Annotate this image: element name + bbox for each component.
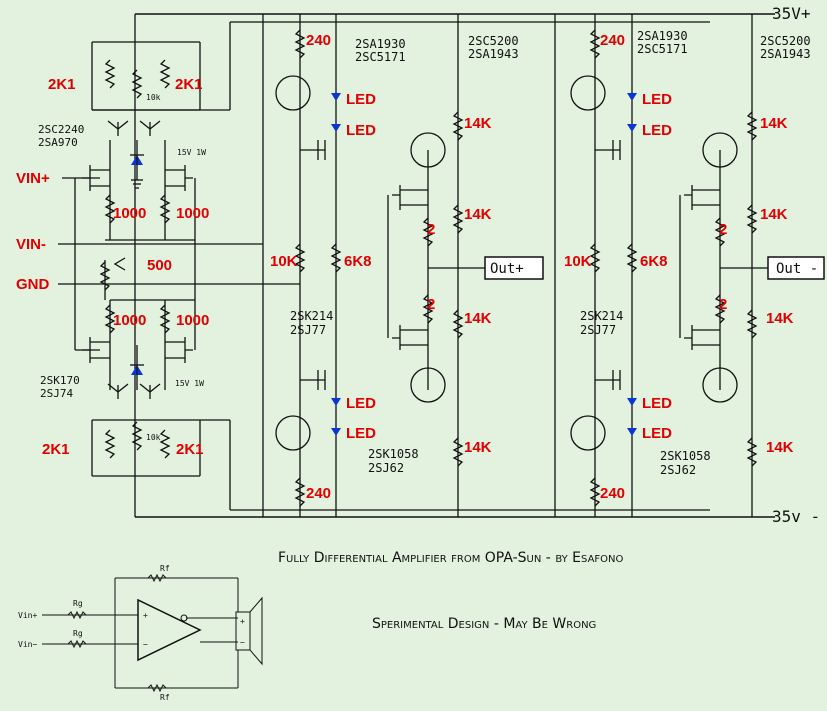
r-10k-left: 10K — [270, 253, 298, 270]
zener-bottom-label: 15V 1W — [175, 379, 204, 388]
r-14k-1: 14K — [464, 115, 492, 132]
r-240-bottom-left: 240 — [306, 485, 331, 502]
led-8: LED — [642, 425, 672, 442]
r-14k-4: 14K — [464, 439, 492, 456]
led-7: LED — [642, 395, 672, 412]
q-input-bottom-2: 2SJ74 — [40, 387, 73, 400]
r-240-bottom-right: 240 — [600, 485, 625, 502]
q-output-top-left-2: 2SA1943 — [468, 47, 519, 61]
zener-top-label: 15V 1W — [177, 148, 206, 157]
out-plus-box — [484, 256, 544, 280]
r-14k-3: 14K — [464, 310, 492, 327]
q-driver-bottom-right-2: 2SJ62 — [660, 463, 696, 477]
inset-speaker-minus: − — [240, 638, 245, 647]
mosfet-left-1: 2SK214 — [290, 309, 333, 323]
q-output-top-right-2: 2SA1943 — [760, 47, 811, 61]
r-10k-bottom: 10k — [146, 433, 161, 442]
r-14k-6: 14K — [760, 206, 788, 223]
r-2-1: 2 — [427, 221, 435, 238]
vin-plus-label: VIN+ — [16, 170, 50, 187]
input-transistors — [82, 120, 193, 399]
rail-positive-label: 35V+ — [772, 4, 811, 23]
r-1000-bottom-right: 1000 — [176, 312, 209, 329]
r-240-top-left: 240 — [306, 32, 331, 49]
led-6: LED — [642, 122, 672, 139]
led-1: LED — [346, 91, 376, 108]
r-6k8-left: 6K8 — [344, 253, 372, 270]
input-stage-wiring — [58, 41, 300, 477]
q-driver-bottom-left-1: 2SK1058 — [368, 447, 419, 461]
inset-diagram: Vin+ Vin− Rg Rg Rf Rf + − + − — [18, 564, 263, 702]
led-4: LED — [346, 425, 376, 442]
page-title: Fully Differential Amplifier from OPA-Su… — [278, 550, 624, 566]
output-resistors — [294, 29, 758, 507]
led-indicators — [331, 93, 637, 436]
r-6k8-right: 6K8 — [640, 253, 668, 270]
rail-negative-label: 35v - — [772, 507, 820, 526]
inset-rf-top: Rf — [160, 564, 170, 573]
out-minus-label: Out - — [776, 261, 818, 277]
inset-speaker-plus: + — [240, 617, 245, 626]
r-14k-8: 14K — [766, 439, 794, 456]
mosfet-left-2: 2SJ77 — [290, 323, 326, 337]
inset-opamp-plus: + — [143, 611, 148, 620]
q-driver-top-left-2: 2SC5171 — [355, 50, 406, 64]
r-10k-top: 10k — [146, 93, 161, 102]
led-5: LED — [642, 91, 672, 108]
r-14k-5: 14K — [760, 115, 788, 132]
inset-rf-bottom: Rf — [160, 693, 170, 702]
led-2: LED — [346, 122, 376, 139]
r-1000-bottom-left: 1000 — [113, 312, 146, 329]
out-plus-label: Out+ — [490, 261, 524, 277]
r-14k-7: 14K — [766, 310, 794, 327]
r-2-3: 2 — [719, 221, 727, 238]
inset-opamp-minus: − — [143, 640, 148, 649]
q-driver-top-right-1: 2SA1930 — [637, 29, 688, 43]
page-subtitle: Sperimental Design - May Be Wrong — [372, 616, 596, 632]
r-1000-top-left: 1000 — [113, 205, 146, 222]
q-output-top-right-1: 2SC5200 — [760, 34, 811, 48]
gnd-label: GND — [16, 276, 50, 293]
q-input-top-2: 2SA970 — [38, 136, 78, 149]
inset-vin-plus: Vin+ — [18, 611, 37, 620]
vin-minus-label: VIN- — [16, 236, 46, 253]
r-2k1-top-right: 2K1 — [175, 76, 203, 93]
driver-transistors — [275, 75, 738, 451]
inset-rg-top: Rg — [73, 599, 83, 608]
input-resistors — [99, 59, 171, 459]
r-2-2: 2 — [427, 296, 435, 313]
r-2k1-bottom-right: 2K1 — [176, 441, 204, 458]
q-driver-top-left-1: 2SA1930 — [355, 37, 406, 51]
mosfet-right-1: 2SK214 — [580, 309, 623, 323]
r-240-top-right: 240 — [600, 32, 625, 49]
q-input-bottom-1: 2SK170 — [40, 374, 80, 387]
out-minus-box — [767, 256, 825, 280]
inset-rg-bottom: Rg — [73, 629, 83, 638]
zener-diodes — [130, 140, 144, 390]
q-driver-top-right-2: 2SC5171 — [637, 42, 688, 56]
inset-vin-minus: Vin− — [18, 640, 37, 649]
r-2k1-top-left: 2K1 — [48, 76, 76, 93]
q-driver-bottom-right-1: 2SK1058 — [660, 449, 711, 463]
mosfet-right-2: 2SJ77 — [580, 323, 616, 337]
r-10k-right: 10K — [564, 253, 592, 270]
r-1000-top-right: 1000 — [176, 205, 209, 222]
r-2k1-bottom-left: 2K1 — [42, 441, 70, 458]
r-2-4: 2 — [719, 296, 727, 313]
q-input-top-1: 2SC2240 — [38, 123, 84, 136]
pot-500-label: 500 — [147, 257, 172, 274]
led-3: LED — [346, 395, 376, 412]
q-output-top-left-1: 2SC5200 — [468, 34, 519, 48]
r-14k-2: 14K — [464, 206, 492, 223]
q-driver-bottom-left-2: 2SJ62 — [368, 461, 404, 475]
